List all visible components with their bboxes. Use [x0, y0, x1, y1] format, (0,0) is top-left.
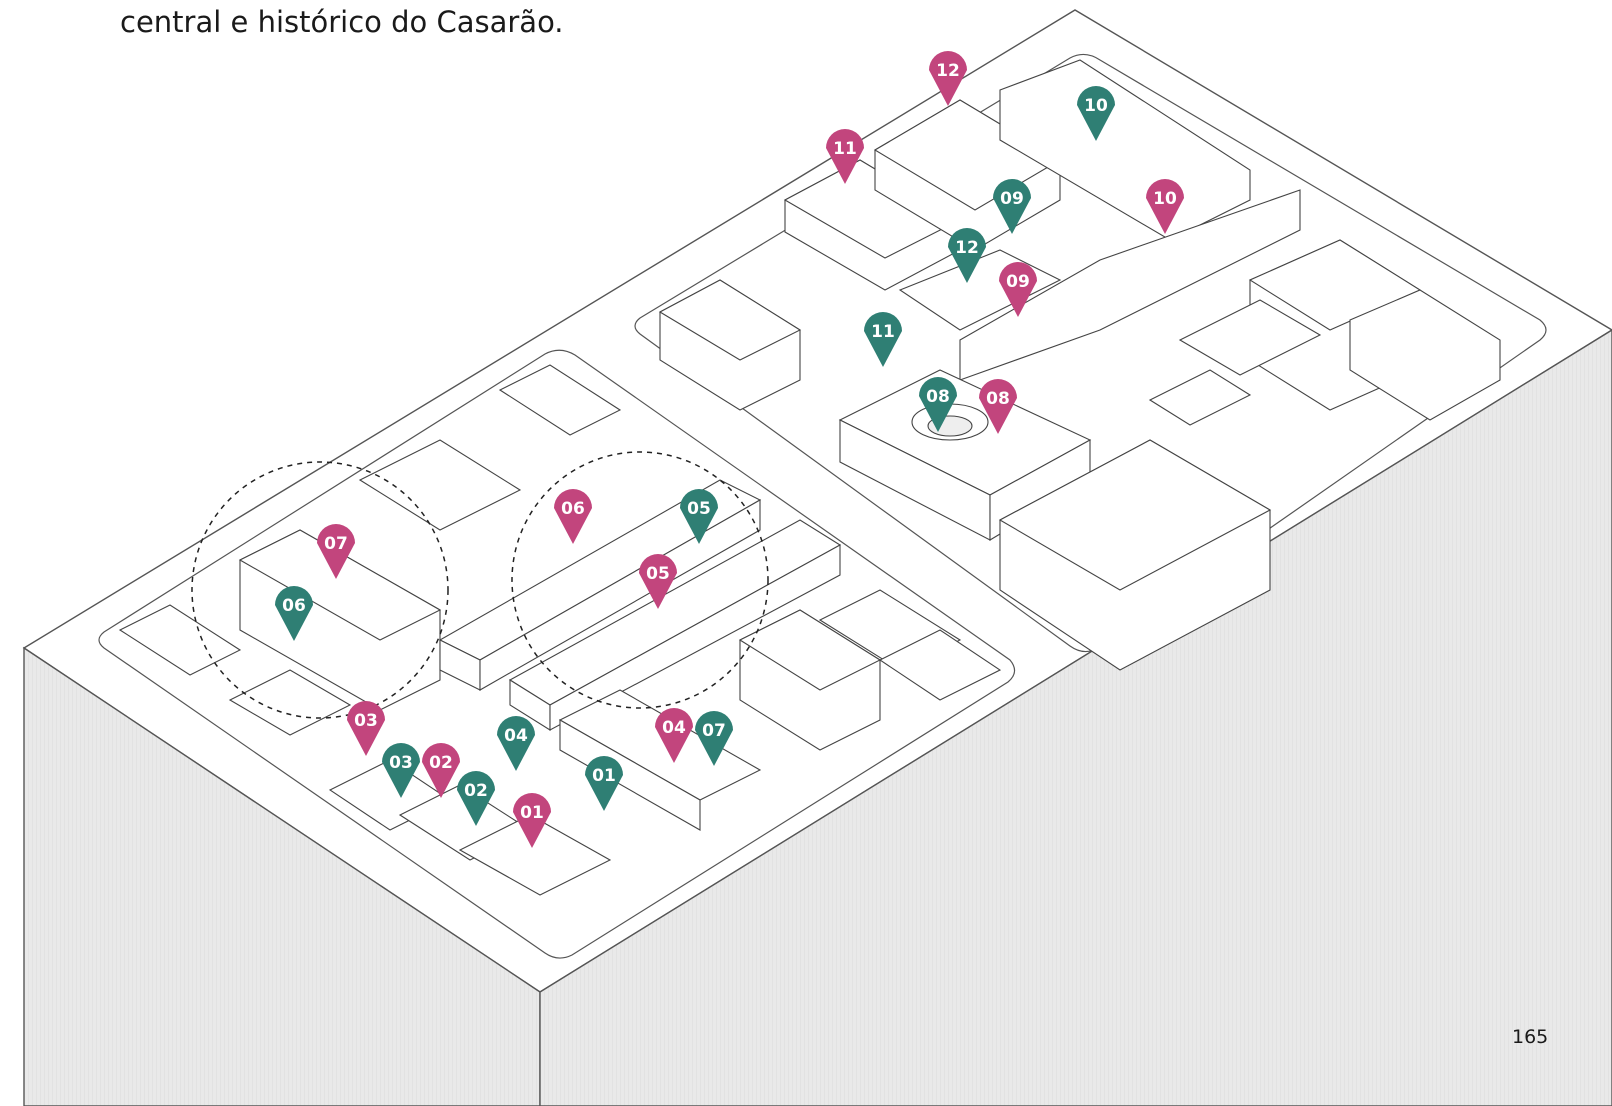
teal-marker-12-pin — [948, 228, 986, 283]
teal-marker-09-pin — [993, 179, 1031, 234]
magenta-marker-08-label: 08 — [986, 389, 1010, 409]
magenta-marker-03-label: 03 — [354, 711, 378, 731]
teal-marker-10-label: 10 — [1084, 96, 1108, 116]
city-block-right — [634, 53, 1547, 653]
magenta-marker-01-label: 01 — [520, 803, 544, 823]
magenta-marker-07-pin — [317, 524, 355, 579]
magenta-marker-06-label: 06 — [561, 499, 585, 519]
teal-marker-12: 12 — [948, 228, 986, 283]
buildings-left-block — [118, 364, 1002, 896]
magenta-marker-12: 12 — [929, 51, 967, 106]
teal-marker-07-label: 07 — [702, 721, 726, 741]
teal-marker-03-label: 03 — [389, 753, 413, 773]
teal-marker-02: 02 — [457, 771, 495, 826]
magenta-marker-09-label: 09 — [1006, 272, 1030, 292]
magenta-marker-10-pin — [1146, 179, 1184, 234]
magenta-marker-11-label: 11 — [833, 139, 857, 159]
teal-marker-11-pin — [864, 312, 902, 367]
teal-marker-07-pin — [695, 711, 733, 766]
magenta-marker-12-label: 12 — [936, 61, 960, 81]
magenta-marker-04-label: 04 — [662, 718, 686, 738]
teal-marker-11: 11 — [864, 312, 902, 367]
magenta-marker-02-label: 02 — [429, 753, 453, 773]
magenta-marker-03-pin — [347, 701, 385, 756]
magenta-marker-04-pin — [655, 708, 693, 763]
magenta-marker-05: 05 — [639, 554, 677, 609]
teal-marker-05-label: 05 — [687, 499, 711, 519]
teal-marker-08: 08 — [919, 377, 957, 432]
teal-marker-05-pin — [680, 489, 718, 544]
magenta-marker-03: 03 — [347, 701, 385, 756]
magenta-marker-09: 09 — [999, 262, 1037, 317]
magenta-marker-12-pin — [929, 51, 967, 106]
teal-marker-04-label: 04 — [504, 726, 528, 746]
teal-marker-10-pin — [1077, 86, 1115, 141]
magenta-marker-11-pin — [826, 129, 864, 184]
magenta-marker-09-pin — [999, 262, 1037, 317]
caption-text: central e histórico do Casarão. — [120, 5, 564, 39]
magenta-marker-08: 08 — [979, 379, 1017, 434]
teal-marker-09: 09 — [993, 179, 1031, 234]
magenta-marker-05-label: 05 — [646, 564, 670, 584]
teal-marker-02-pin — [457, 771, 495, 826]
magenta-marker-07: 07 — [317, 524, 355, 579]
city-block-left — [98, 349, 1016, 959]
teal-marker-01-label: 01 — [592, 766, 616, 786]
teal-marker-04: 04 — [497, 716, 535, 771]
magenta-marker-06: 06 — [554, 489, 592, 544]
magenta-marker-05-pin — [639, 554, 677, 609]
magenta-marker-04: 04 — [655, 708, 693, 763]
magenta-marker-02-pin — [422, 743, 460, 798]
magenta-marker-10: 10 — [1146, 179, 1184, 234]
teal-marker-10: 10 — [1077, 86, 1115, 141]
teal-marker-06-label: 06 — [282, 596, 306, 616]
teal-marker-08-label: 08 — [926, 387, 950, 407]
teal-marker-06: 06 — [275, 586, 313, 641]
magenta-marker-10-label: 10 — [1153, 189, 1177, 209]
teal-marker-01: 01 — [585, 756, 623, 811]
magenta-marker-02: 02 — [422, 743, 460, 798]
highlight-circles — [191, 451, 769, 719]
location-markers: 12 11 10 09 08 07 06 05 04 03 02 01 10 09 12 11 08 05 06 04… — [275, 51, 1184, 848]
magenta-marker-06-pin — [554, 489, 592, 544]
teal-marker-12-label: 12 — [955, 238, 979, 258]
page-number: 165 — [1512, 1026, 1549, 1048]
teal-marker-06-pin — [275, 586, 313, 641]
teal-marker-05: 05 — [680, 489, 718, 544]
teal-marker-03: 03 — [382, 743, 420, 798]
magenta-marker-01: 01 — [513, 793, 551, 848]
teal-marker-08-pin — [919, 377, 957, 432]
teal-marker-09-label: 09 — [1000, 189, 1024, 209]
teal-marker-11-label: 11 — [871, 322, 895, 342]
magenta-marker-01-pin — [513, 793, 551, 848]
teal-marker-04-pin — [497, 716, 535, 771]
base-left-face — [23, 646, 541, 1106]
highlight-circle-center — [511, 451, 769, 709]
magenta-marker-07-label: 07 — [324, 534, 348, 554]
teal-marker-03-pin — [382, 743, 420, 798]
highlight-circle-left — [191, 461, 449, 719]
teal-marker-02-label: 02 — [464, 781, 488, 801]
teal-marker-07: 07 — [695, 711, 733, 766]
magenta-marker-11: 11 — [826, 129, 864, 184]
magenta-marker-08-pin — [979, 379, 1017, 434]
teal-marker-01-pin — [585, 756, 623, 811]
